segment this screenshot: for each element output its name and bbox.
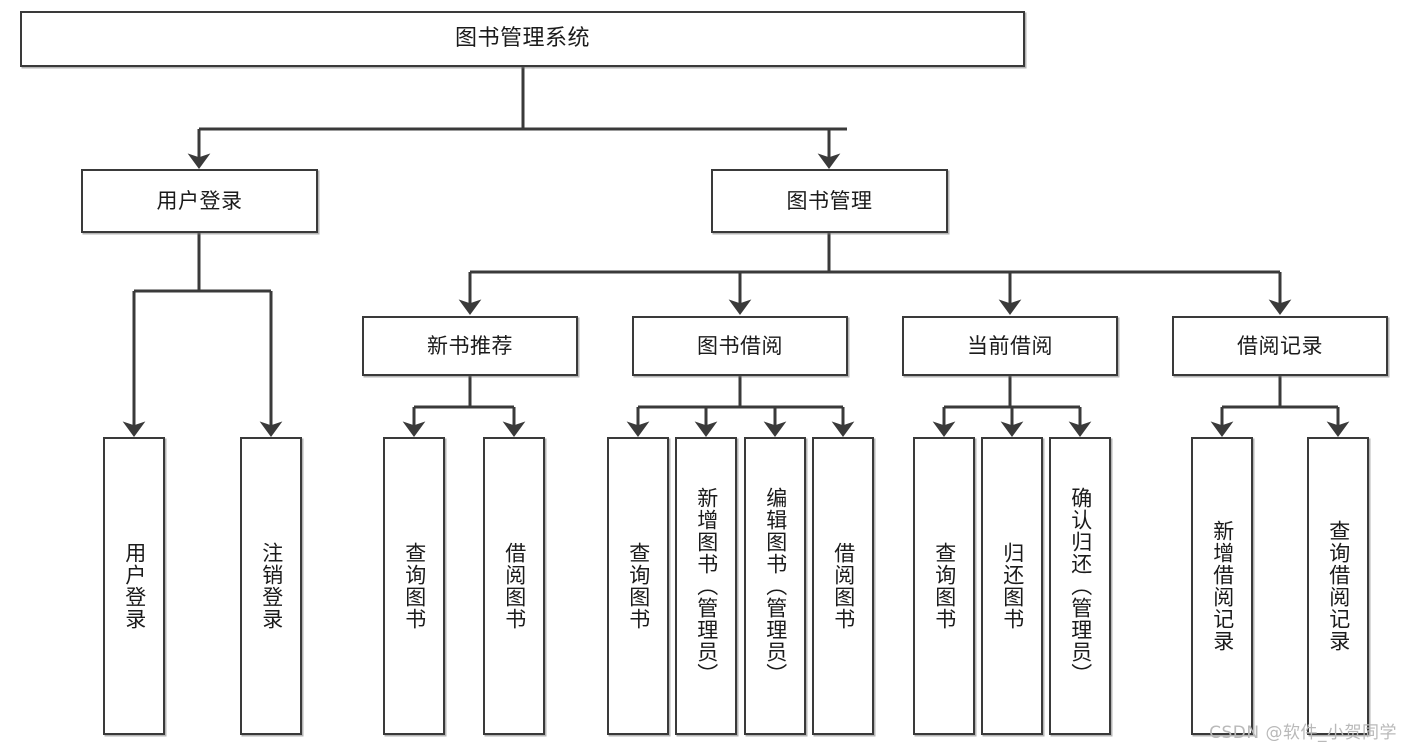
- leaf-user-login-login-label: 用户登录: [122, 542, 147, 630]
- leaf-user-login-login[interactable]: 用户登录: [103, 437, 165, 735]
- leaf-book-borrow-edit[interactable]: 编辑图书（管理员）: [744, 437, 806, 735]
- node-borrow-record[interactable]: 借阅记录: [1172, 316, 1388, 376]
- node-root-label: 图书管理系统: [454, 26, 590, 51]
- leaf-user-login-logout[interactable]: 注销登录: [240, 437, 302, 735]
- leaf-borrow-record-query-label: 查询借阅记录: [1326, 520, 1351, 652]
- node-user-login[interactable]: 用户登录: [81, 169, 318, 233]
- leaf-current-borrow-query-label: 查询图书: [932, 542, 957, 630]
- leaf-book-borrow-add[interactable]: 新增图书（管理员）: [675, 437, 737, 735]
- node-user-login-label: 用户登录: [156, 188, 243, 213]
- leaf-book-borrow-query-label: 查询图书: [626, 542, 651, 630]
- leaf-current-borrow-return[interactable]: 归还图书: [981, 437, 1043, 735]
- node-book-management-label: 图书管理: [786, 188, 873, 213]
- leaf-new-book-borrow[interactable]: 借阅图书: [483, 437, 545, 735]
- node-new-book-recommend[interactable]: 新书推荐: [362, 316, 578, 376]
- leaf-book-borrow-borrow-label: 借阅图书: [831, 542, 856, 630]
- leaf-current-borrow-confirm-return[interactable]: 确认归还（管理员）: [1049, 437, 1111, 735]
- leaf-current-borrow-confirm-return-label: 确认归还（管理员）: [1068, 487, 1093, 685]
- leaf-book-borrow-edit-label: 编辑图书（管理员）: [763, 487, 788, 685]
- leaf-new-book-query[interactable]: 查询图书: [383, 437, 445, 735]
- node-root-book-management-system[interactable]: 图书管理系统: [20, 11, 1025, 67]
- leaf-current-borrow-query[interactable]: 查询图书: [913, 437, 975, 735]
- leaf-borrow-record-add[interactable]: 新增借阅记录: [1191, 437, 1253, 735]
- leaf-book-borrow-borrow[interactable]: 借阅图书: [812, 437, 874, 735]
- node-current-borrow-label: 当前借阅: [967, 333, 1053, 358]
- node-book-borrow[interactable]: 图书借阅: [632, 316, 848, 376]
- leaf-book-borrow-add-label: 新增图书（管理员）: [694, 487, 719, 685]
- leaf-new-book-query-label: 查询图书: [402, 542, 427, 630]
- node-borrow-record-label: 借阅记录: [1237, 333, 1323, 358]
- node-book-management[interactable]: 图书管理: [711, 169, 948, 233]
- watermark-text: CSDN @软件_小贺同学: [1209, 723, 1397, 743]
- leaf-new-book-borrow-label: 借阅图书: [502, 542, 527, 630]
- node-book-borrow-label: 图书借阅: [697, 333, 783, 358]
- leaf-borrow-record-add-label: 新增借阅记录: [1210, 520, 1235, 652]
- leaf-current-borrow-return-label: 归还图书: [1000, 542, 1025, 630]
- node-current-borrow[interactable]: 当前借阅: [902, 316, 1118, 376]
- leaf-user-login-logout-label: 注销登录: [259, 542, 284, 630]
- leaf-book-borrow-query[interactable]: 查询图书: [607, 437, 669, 735]
- leaf-borrow-record-query[interactable]: 查询借阅记录: [1307, 437, 1369, 735]
- node-new-book-recommend-label: 新书推荐: [427, 333, 513, 358]
